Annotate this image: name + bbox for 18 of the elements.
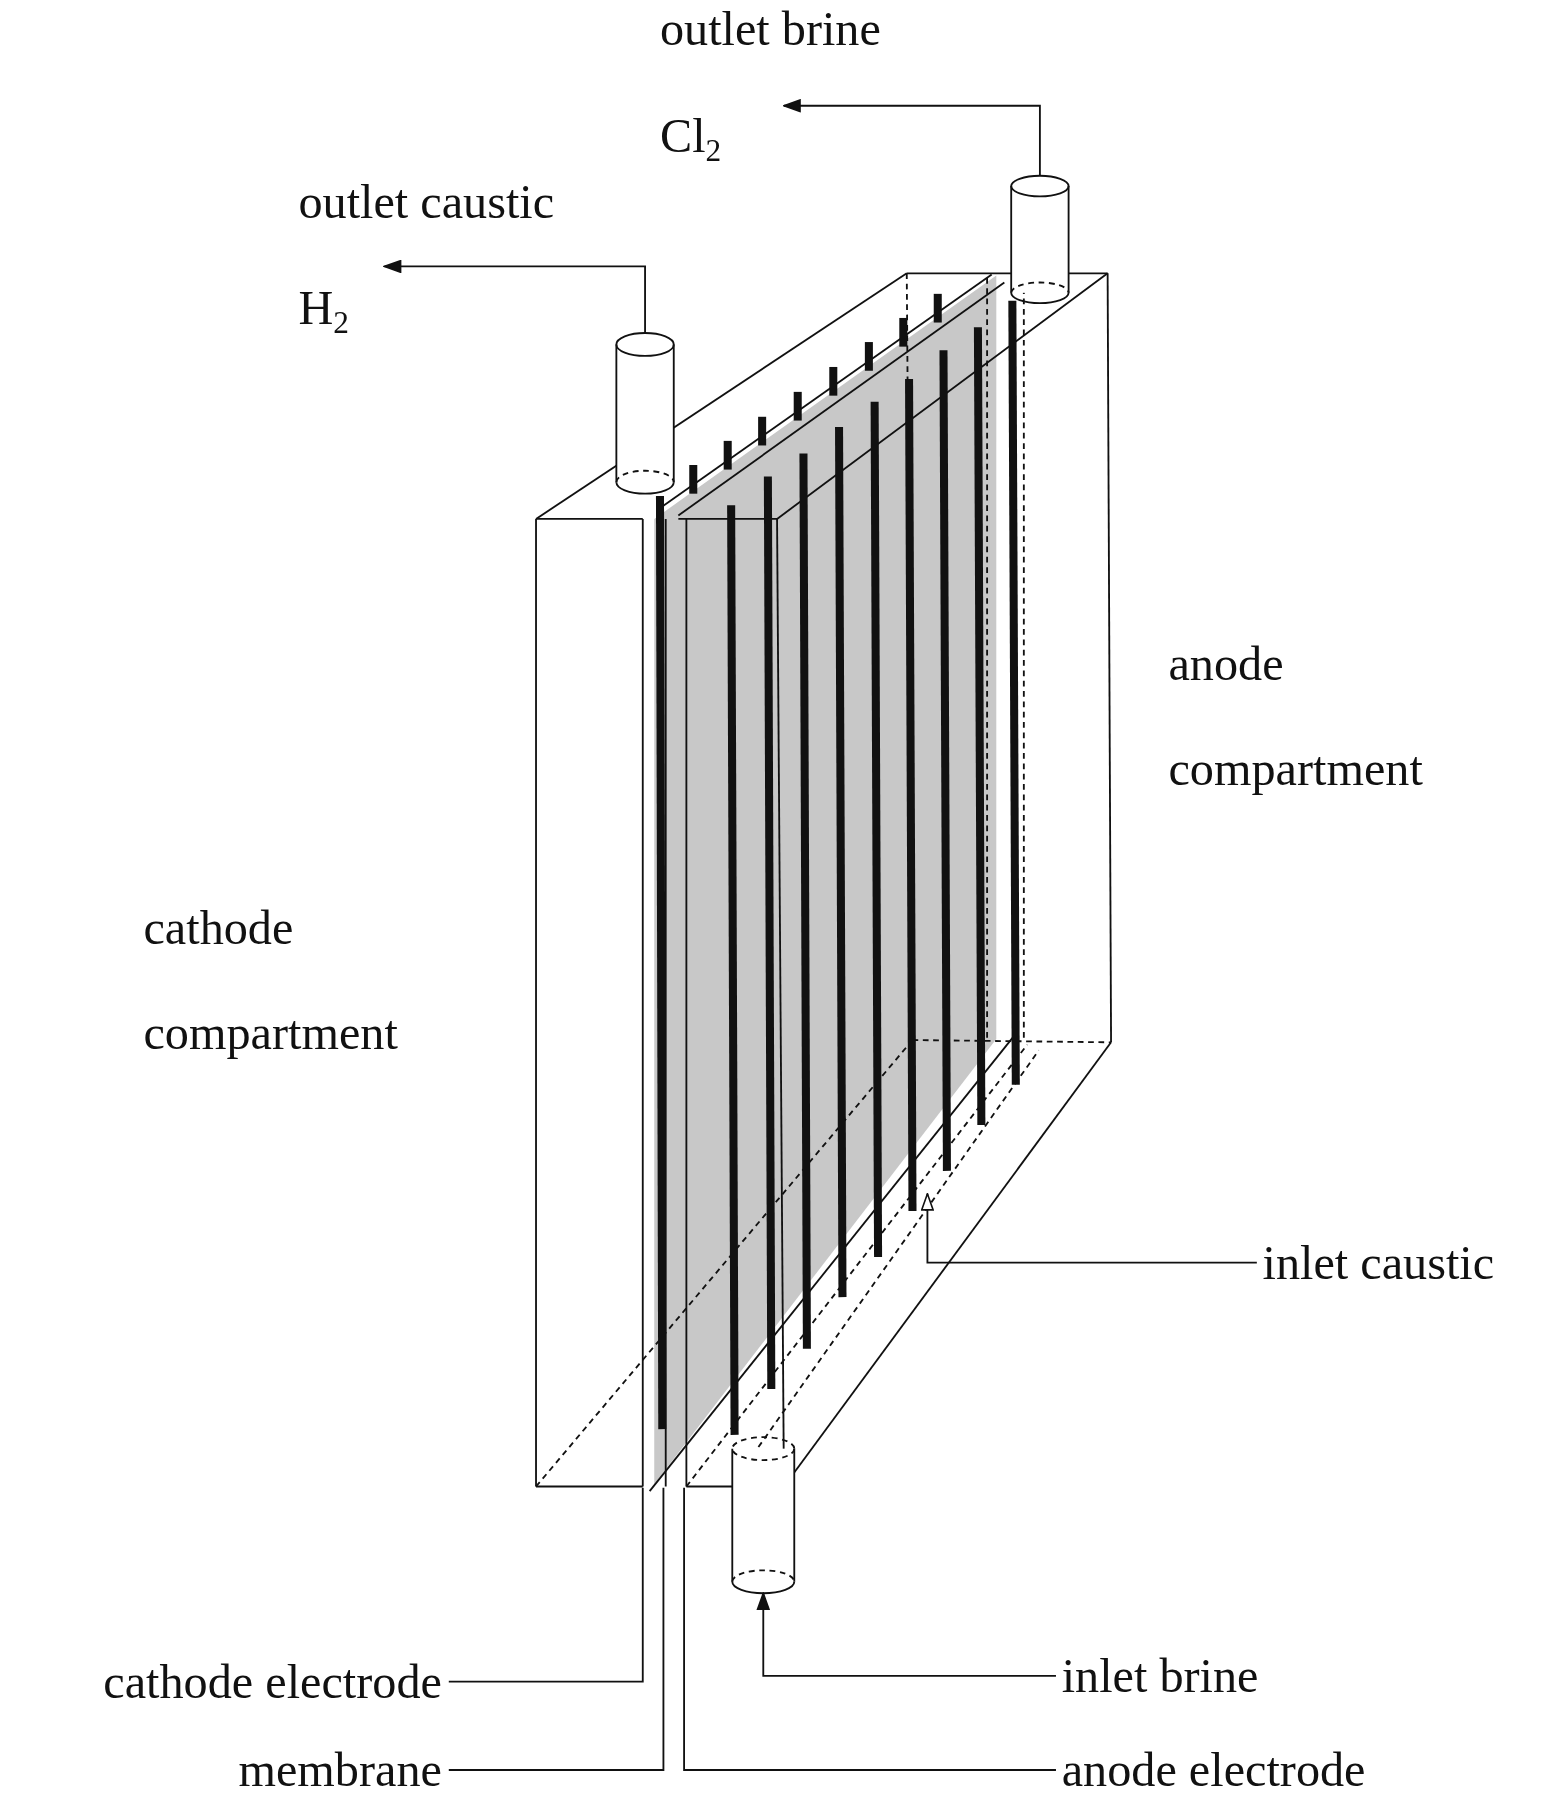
text-label: outlet caustic	[298, 174, 556, 230]
leader-line	[447, 1486, 665, 1771]
leader-line	[447, 1486, 644, 1683]
text-label: anode compartment	[1168, 636, 1424, 798]
text-label: H$_{2}$	[298, 280, 350, 336]
part-label: membrane	[114, 1743, 442, 1797]
flow-arrow	[756, 1592, 1057, 1677]
part-label: cathode electrode	[0, 1654, 442, 1710]
leader-line	[683, 1486, 1057, 1771]
text-label: outlet brine	[660, 1, 882, 57]
text-label: Cl$_{2}$	[660, 108, 723, 163]
text-label: cathode compartment	[143, 900, 399, 1062]
flow-arrow	[783, 99, 1041, 177]
flow-arrow	[383, 259, 646, 334]
part-label: anode electrode	[1061, 1743, 1452, 1797]
part-label: inlet brine	[1061, 1648, 1349, 1704]
flow-arrow	[920, 1192, 1258, 1264]
part-label: inlet caustic	[1262, 1235, 1559, 1291]
